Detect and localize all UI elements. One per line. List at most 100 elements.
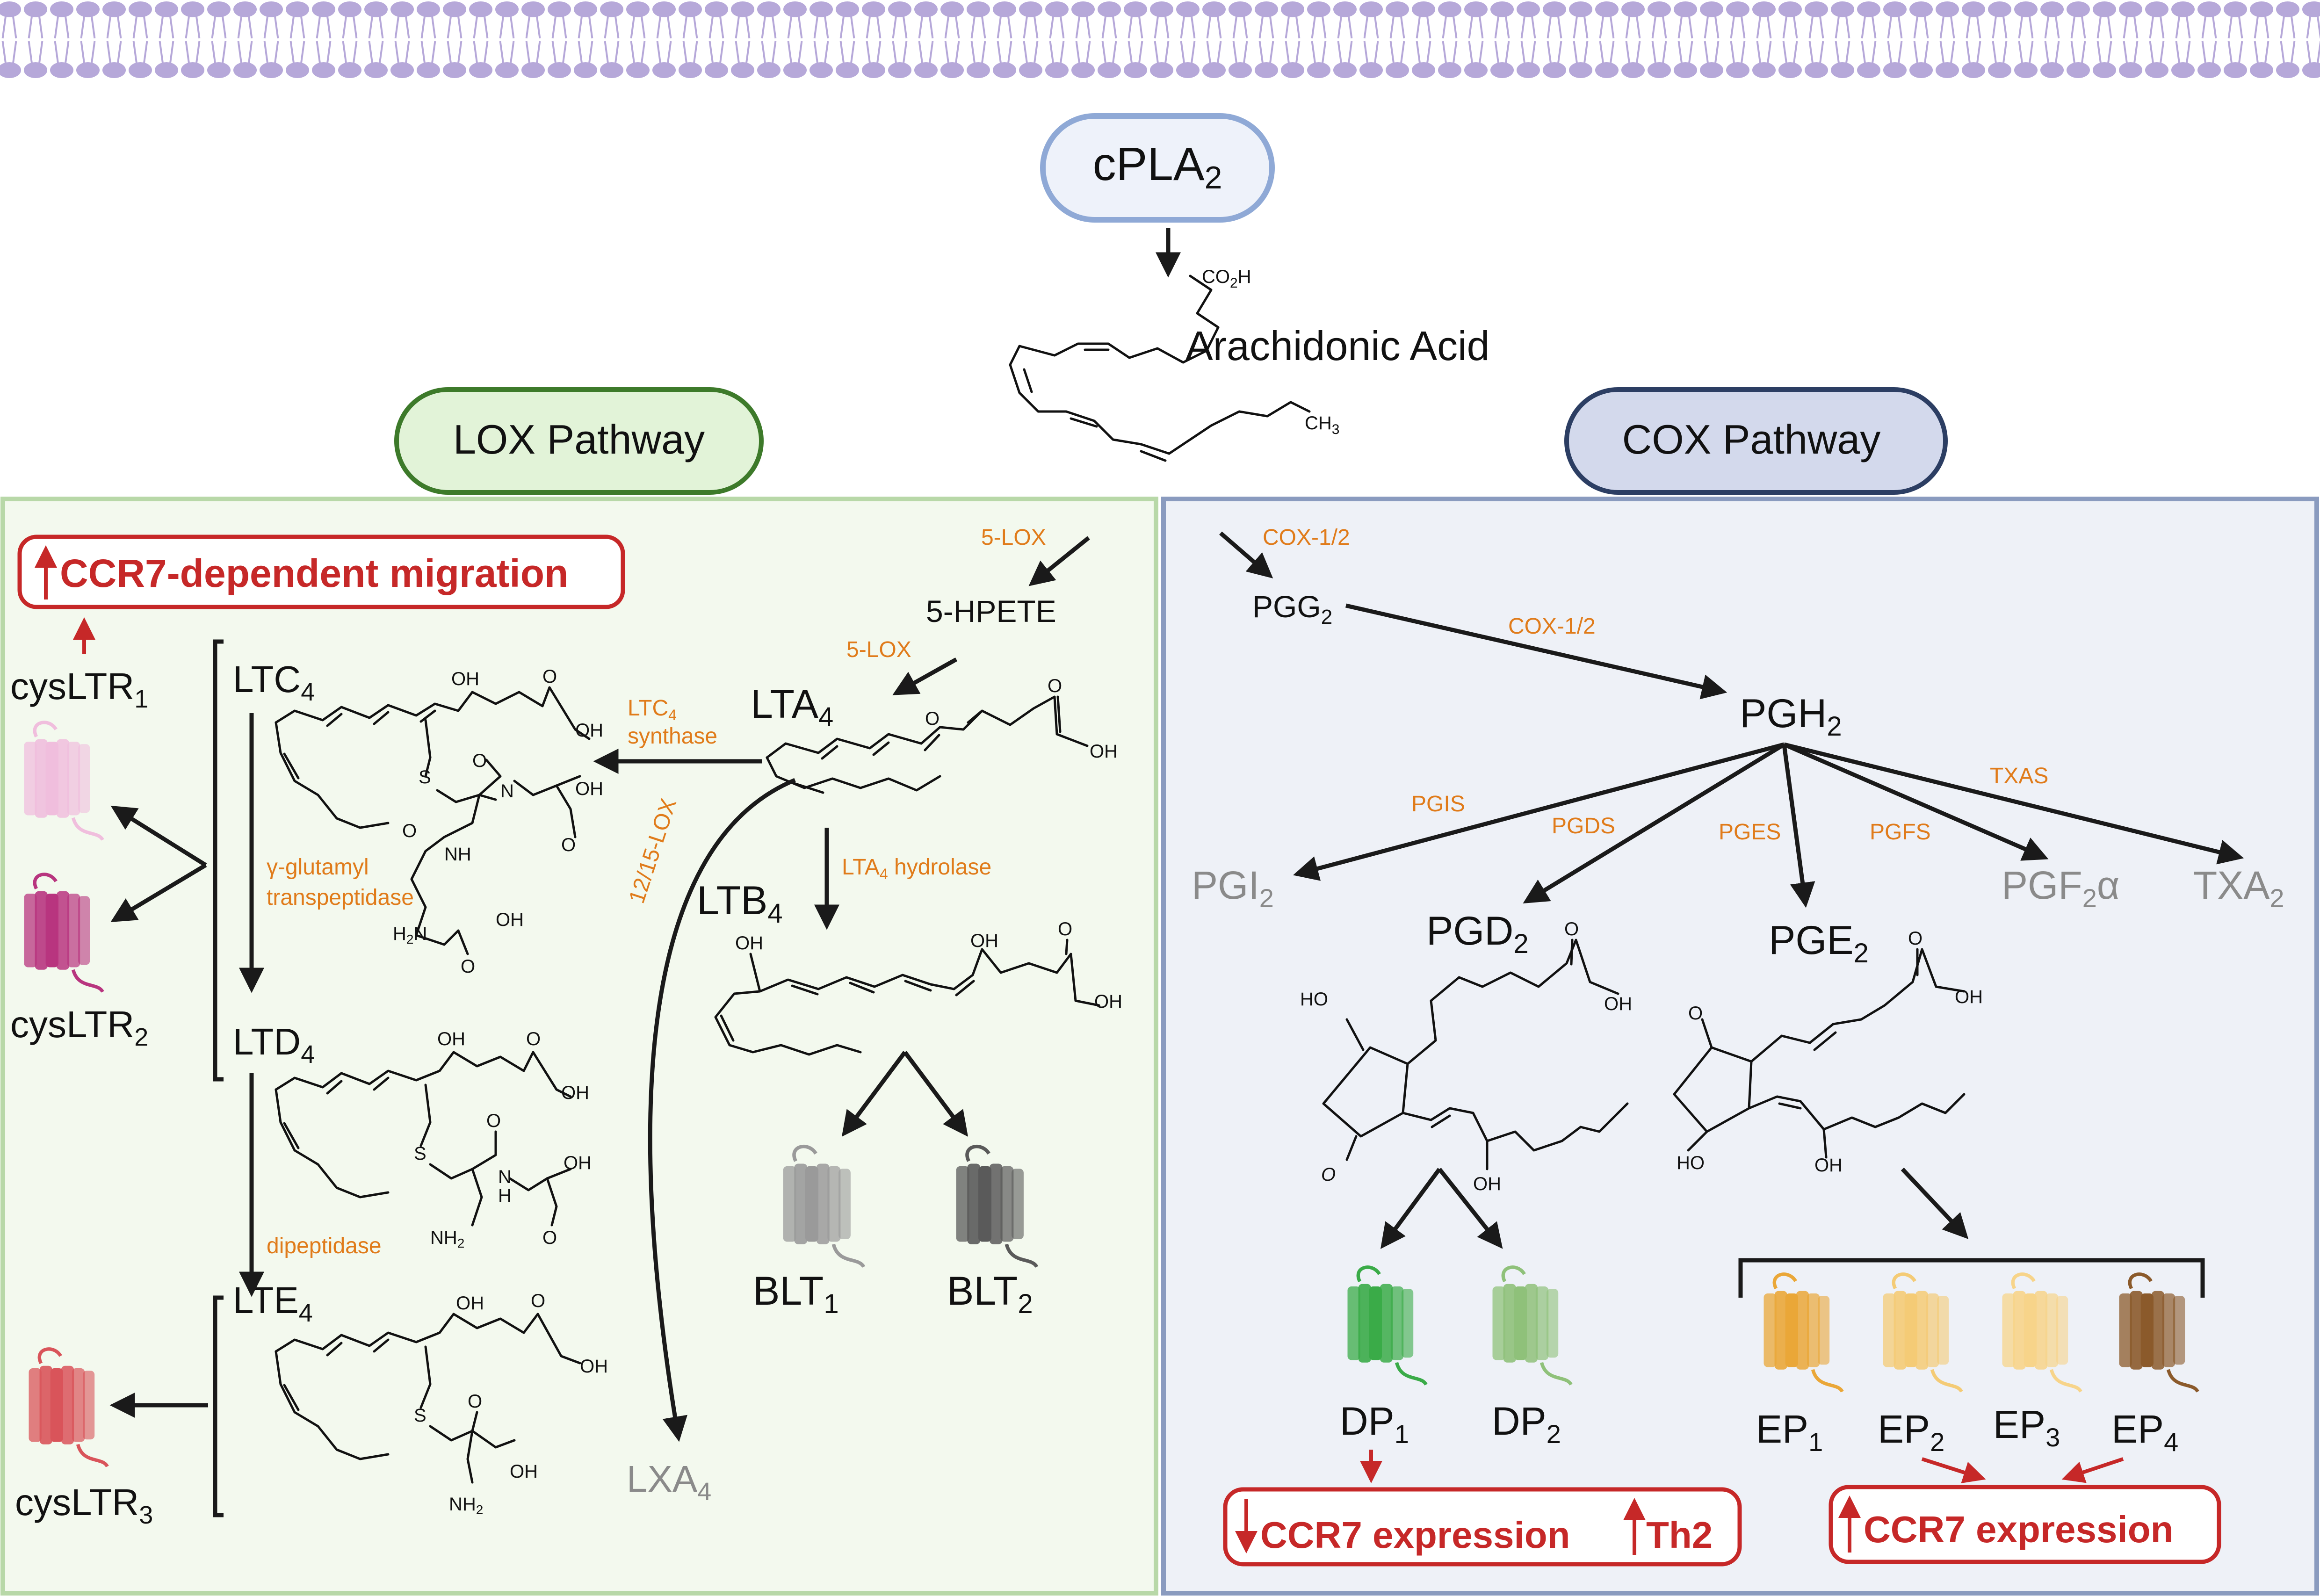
arrow-pgg2-pgh2: [1345, 603, 1727, 700]
ltd4-h: H: [498, 1185, 512, 1206]
ltb4-structure: OH OH O OH: [714, 919, 1122, 1056]
lipid-tail: [1479, 16, 1484, 39]
lipid-tail: [735, 16, 740, 39]
lipid-tail: [2201, 41, 2206, 64]
lipid-tail: [2238, 41, 2243, 64]
lipid-tail: [1348, 41, 1353, 64]
lipid-head: [1831, 1, 1854, 17]
dipeptidase-label: dipeptidase: [267, 1234, 382, 1258]
lipid-head: [967, 1, 990, 17]
lipid-tail: [1505, 16, 1510, 39]
lipid-tail: [614, 16, 620, 39]
lipid-tail: [798, 41, 803, 64]
lipid-tail: [1180, 16, 1185, 39]
lipid-tail: [892, 16, 897, 39]
ltc4-n: N: [500, 781, 514, 802]
arrow-ltb4-blt2: [903, 1051, 968, 1137]
lipid-head: [24, 62, 47, 78]
lipid-tail: [2055, 16, 2060, 39]
lipid-tail: [1531, 41, 1536, 64]
lipid-tail: [1730, 16, 1735, 39]
lipid-tail: [1662, 16, 1667, 39]
lipid-head: [993, 1, 1016, 17]
lipid-tail: [1086, 16, 1091, 39]
lipid-head: [2014, 1, 2038, 17]
lipid-tail: [2186, 41, 2191, 64]
lipid-tail: [839, 41, 845, 64]
lipid-tail: [1180, 41, 1185, 64]
lipid-tail: [2149, 41, 2154, 64]
lipid-tail: [667, 16, 672, 39]
lipid-tail: [719, 41, 724, 64]
enzyme-txas: TXAS: [1990, 764, 2048, 788]
ccr7-migration-label: CCR7-dependent migration: [60, 551, 568, 595]
enzyme-cox-a: COX-1/2: [1263, 525, 1350, 550]
ltc4-o2: O: [472, 751, 487, 771]
lipid-tail: [630, 16, 635, 39]
lipid-tail: [326, 41, 332, 64]
lipid-tail: [562, 16, 567, 39]
lipid-head: [0, 1, 21, 17]
lipid-tail: [588, 16, 593, 39]
cpla2-subscript: 2: [1205, 160, 1222, 195]
lipid-head: [1438, 62, 1461, 78]
lipid-tail: [682, 41, 687, 64]
lipid-tail: [1468, 16, 1473, 39]
lipid-tail: [667, 41, 672, 64]
ltd4-o3: O: [542, 1228, 557, 1248]
lipid-head: [495, 62, 519, 78]
lipid-tail: [1835, 41, 1840, 64]
lipid-tail: [1756, 41, 1761, 64]
lipid-tail: [2107, 16, 2112, 39]
lipid-tail: [1269, 16, 1274, 39]
lipid-head: [2067, 1, 2090, 17]
lipid-head: [1098, 1, 1121, 17]
lipid-tail: [473, 41, 478, 64]
lipid-tail: [1101, 16, 1106, 39]
lipid-head: [574, 1, 597, 17]
lipid-tail: [1311, 16, 1316, 39]
lipid-tail: [1389, 16, 1395, 39]
lipid-tail: [1557, 41, 1562, 64]
lipid-head: [1595, 1, 1619, 17]
lipid-tail: [682, 16, 687, 39]
lipid-head: [1255, 62, 1278, 78]
lipid-tail: [2096, 16, 2102, 39]
lipid-head: [1962, 1, 1985, 17]
ggt-label-1: γ-glutamyl: [267, 855, 369, 880]
pgd2-structure: HO O OH O OH: [1300, 919, 1632, 1194]
lipid-tail: [997, 16, 1002, 39]
ltc4-o: O: [542, 666, 557, 687]
lipid-tail: [2254, 16, 2259, 39]
lipid-tail: [80, 41, 85, 64]
lta4-carbonyl-o: O: [1048, 676, 1062, 696]
lipid-tail: [1599, 16, 1604, 39]
ccr7-down-th2-box: CCR7 expression Th2: [1223, 1487, 1742, 1567]
lipid-tail: [1101, 41, 1106, 64]
lipid-tail: [91, 41, 96, 64]
lxa4-label: LXA4: [627, 1458, 711, 1506]
lipid-tail: [813, 41, 818, 64]
lipid-tail: [981, 16, 986, 39]
lipid-tail: [484, 41, 489, 64]
pge2-ho: HO: [1677, 1153, 1705, 1173]
blt2-label: BLT2: [947, 1269, 1033, 1319]
enzyme-cox-b: COX-1/2: [1508, 614, 1596, 639]
lipid-head: [24, 1, 47, 17]
lipid-head: [914, 1, 938, 17]
lipid-head: [652, 1, 676, 17]
lipid-tail: [1741, 16, 1746, 39]
lipid-tail: [1557, 16, 1562, 39]
lipid-tail: [1295, 41, 1301, 64]
lipid-head: [2014, 62, 2038, 78]
lipid-head: [50, 1, 73, 17]
lipid-tail: [1206, 16, 1211, 39]
lipid-tail: [656, 41, 661, 64]
lipid-head: [1831, 62, 1854, 78]
lipid-tail: [326, 16, 332, 39]
lipid-tail: [1217, 16, 1222, 39]
lipid-tail: [929, 41, 934, 64]
lipid-tail: [944, 16, 949, 39]
lox-title: LOX Pathway: [453, 416, 705, 462]
